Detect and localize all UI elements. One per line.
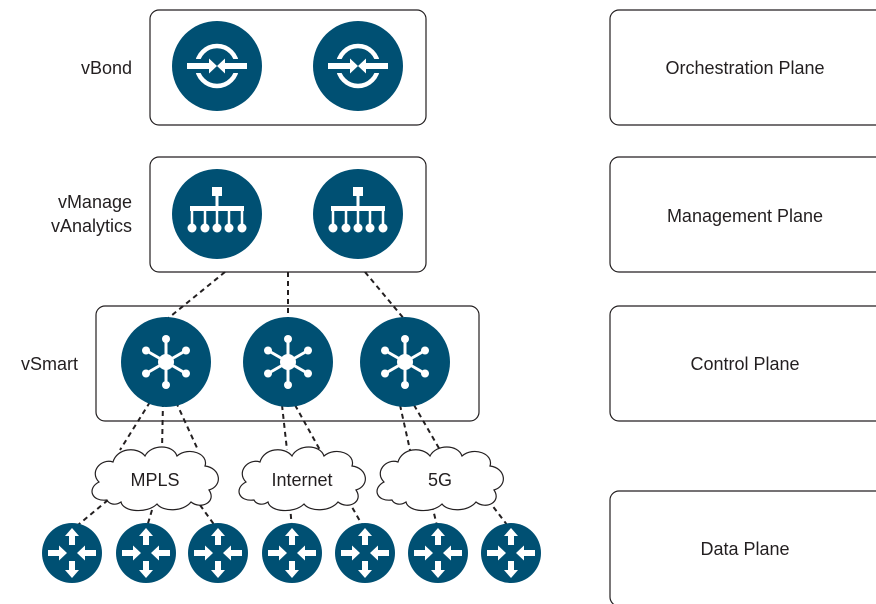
control-plane-box bbox=[609, 305, 876, 422]
vbond-tier-box bbox=[149, 9, 427, 126]
link-vmanage-vsmart-3 bbox=[364, 271, 406, 321]
link-vsmart3-5g-a bbox=[399, 404, 411, 451]
data-plane-label: Data Plane bbox=[700, 539, 789, 559]
link-vsmart2-internet-a bbox=[281, 404, 288, 451]
edge-router-1-icon bbox=[42, 523, 102, 583]
orchestration-plane-box bbox=[609, 9, 876, 126]
edge-router-6-icon bbox=[408, 523, 468, 583]
orchestration-plane-label: Orchestration Plane bbox=[665, 58, 824, 78]
link-vmanage-vsmart-1 bbox=[165, 271, 226, 321]
vbond-node-2-icon bbox=[313, 21, 403, 111]
control-plane-label: Control Plane bbox=[690, 354, 799, 374]
vmanage-node-1-icon bbox=[170, 167, 264, 261]
internet-label: Internet bbox=[271, 470, 332, 490]
vmanage-label: vManage bbox=[58, 192, 132, 212]
edge-router-7-icon bbox=[481, 523, 541, 583]
vbond-label: vBond bbox=[81, 58, 132, 78]
management-plane-label: Management Plane bbox=[667, 206, 823, 226]
vsmart-node-3-icon bbox=[358, 315, 452, 409]
vmanage-tier-box bbox=[149, 156, 427, 273]
vsmart-tier-box bbox=[95, 305, 480, 422]
edge-router-5-icon bbox=[335, 523, 395, 583]
mpls-label: MPLS bbox=[130, 470, 179, 490]
link-vsmart1-mpls-a bbox=[119, 401, 151, 451]
data-plane-box bbox=[609, 490, 876, 604]
vbond-node-1-icon bbox=[172, 21, 262, 111]
vmanage-node-2-icon bbox=[311, 167, 405, 261]
edge-router-4-icon bbox=[262, 523, 322, 583]
vanalytics-label: vAnalytics bbox=[51, 216, 132, 236]
edge-router-2-icon bbox=[116, 523, 176, 583]
link-mpls-router2 bbox=[145, 509, 153, 531]
vsmart-node-2-icon bbox=[241, 315, 335, 409]
link-vsmart1-mpls-b bbox=[161, 401, 164, 451]
link-vsmart1-mpls-c bbox=[175, 401, 199, 451]
link-vsmart3-5g-b bbox=[413, 404, 441, 451]
link-vsmart2-internet-b bbox=[294, 404, 321, 451]
management-plane-box bbox=[609, 156, 876, 273]
vsmart-node-1-icon bbox=[119, 315, 213, 409]
5g-label: 5G bbox=[428, 470, 452, 490]
edge-router-3-icon bbox=[188, 523, 248, 583]
vsmart-label: vSmart bbox=[21, 354, 78, 374]
